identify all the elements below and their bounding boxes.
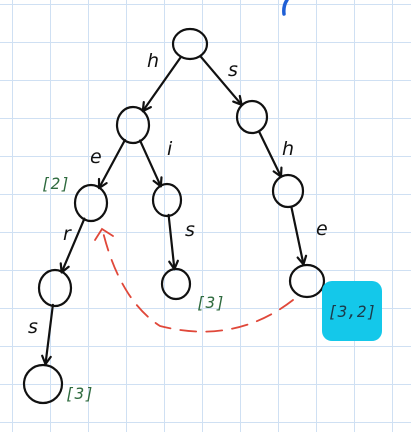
trie-edge-hi-his <box>167 213 179 271</box>
trie-node-h <box>115 105 151 145</box>
edge-label-root-h: h <box>147 50 159 72</box>
edge-label-her-hers: s <box>28 316 38 338</box>
stray-pen-mark <box>282 0 289 16</box>
trie-node-she <box>288 263 326 299</box>
edge-label-root-s: s <box>228 59 238 81</box>
trie-node-his <box>160 267 192 301</box>
trie-node-s <box>235 99 269 135</box>
edge-label-hi-his: s <box>185 219 195 241</box>
edge-label-h-he: e <box>90 146 102 168</box>
trie-edge-s-sh <box>257 130 283 178</box>
output-annotation-his: [3] <box>196 293 225 312</box>
trie-node-hers <box>22 363 64 405</box>
highlight-marker <box>322 281 382 341</box>
trie-edge-h-he <box>97 138 127 190</box>
output-annotation-she: [3,2] <box>328 302 376 321</box>
edge-label-h-hi: i <box>167 138 173 160</box>
trie-node-hi <box>151 182 183 218</box>
output-annotation-hers: [3] <box>65 384 94 403</box>
trie-node-root <box>171 27 209 61</box>
trie-edge-her-hers <box>41 303 54 366</box>
edge-label-sh-she: e <box>316 218 328 240</box>
trie-node-he <box>73 183 109 223</box>
edge-label-s-sh: h <box>282 138 294 160</box>
trie-edge-sh-she <box>290 205 308 266</box>
trie-node-her <box>37 268 73 308</box>
edge-label-he-her: r <box>63 223 72 245</box>
trie-node-sh <box>271 173 305 209</box>
output-annotation-he: [2] <box>41 174 70 193</box>
suffix-link-arrow <box>94 227 294 333</box>
trie-edge-h-hi <box>138 139 163 188</box>
